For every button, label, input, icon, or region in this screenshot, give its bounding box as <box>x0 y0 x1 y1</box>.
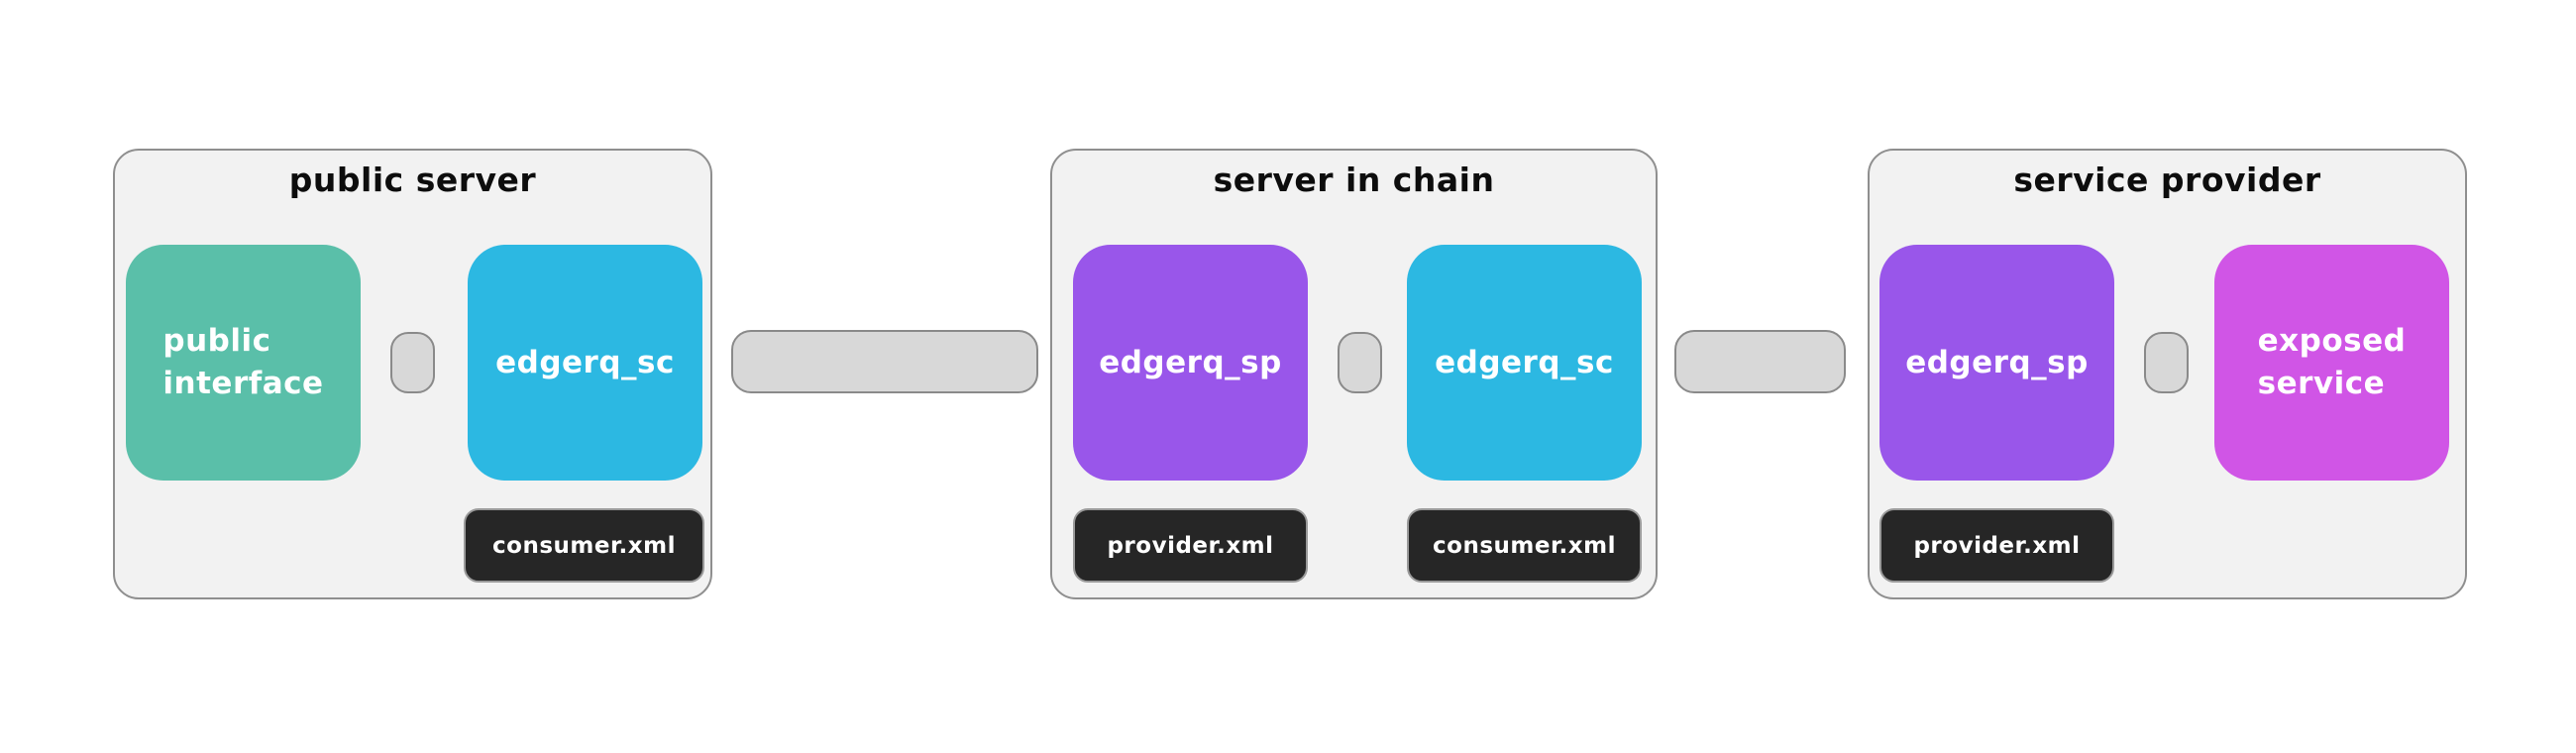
group-title-public-server: public server <box>288 161 537 199</box>
file-label: provider.xml <box>1913 532 2081 559</box>
file-provider-xml: provider.xml <box>1879 508 2114 583</box>
node-label-edgerq-sp: edgerq_sp <box>1905 344 2089 380</box>
group-public-server: public server public interface edgerq_sc… <box>113 149 712 599</box>
file-consumer-xml: consumer.xml <box>1407 508 1642 583</box>
node-edgerq-sc: edgerq_sc <box>468 245 702 481</box>
node-public-interface: public interface <box>126 245 361 481</box>
node-edgerq-sc: edgerq_sc <box>1407 245 1642 481</box>
file-consumer-xml: consumer.xml <box>464 508 704 583</box>
file-provider-xml: provider.xml <box>1073 508 1308 583</box>
group-title-server-in-chain: server in chain <box>1213 161 1495 199</box>
node-edgerq-sp: edgerq_sp <box>1073 245 1308 481</box>
internal-connector-pill <box>390 332 435 393</box>
file-label: provider.xml <box>1107 532 1274 559</box>
file-label: consumer.xml <box>492 532 676 559</box>
node-label-edgerq-sp: edgerq_sp <box>1099 344 1282 380</box>
node-label-edgerq-sc: edgerq_sc <box>1435 344 1614 380</box>
node-exposed-service: exposed service <box>2214 245 2449 481</box>
internal-connector-pill <box>1338 332 1382 393</box>
node-label-exposed-service: exposed service <box>2257 323 2407 401</box>
connector-bar-2 <box>1674 330 1846 393</box>
node-label-public-interface: public interface <box>162 323 324 401</box>
node-edgerq-sp: edgerq_sp <box>1879 245 2114 481</box>
group-service-provider: service provider edgerq_sp exposed servi… <box>1868 149 2467 599</box>
node-label-edgerq-sc: edgerq_sc <box>495 344 675 380</box>
connector-bar-1 <box>731 330 1038 393</box>
group-server-in-chain: server in chain edgerq_sp edgerq_sc prov… <box>1050 149 1658 599</box>
internal-connector-pill <box>2144 332 2189 393</box>
file-label: consumer.xml <box>1433 532 1616 559</box>
group-title-service-provider: service provider <box>2013 161 2321 199</box>
